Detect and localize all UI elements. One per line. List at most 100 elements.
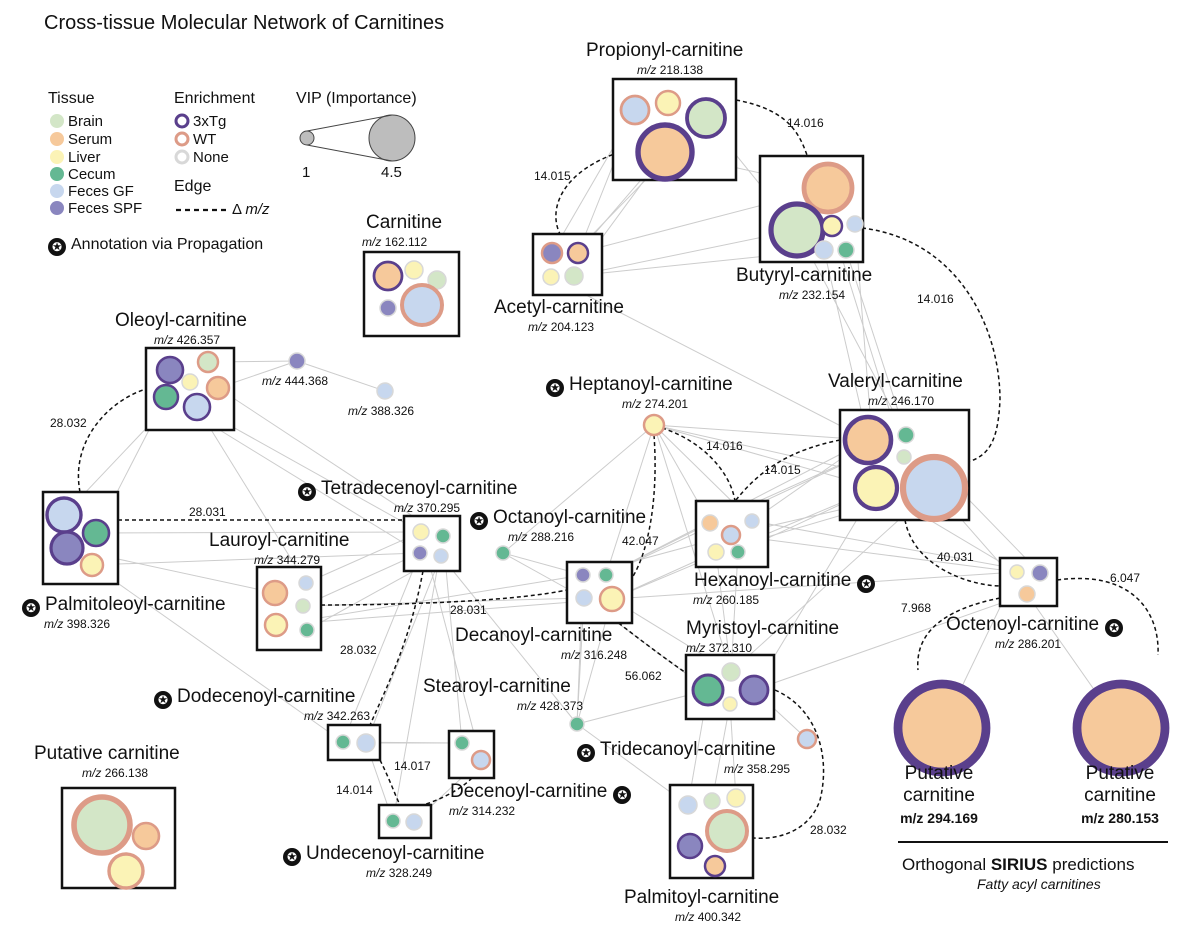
edge-line — [91, 564, 344, 743]
node-circle-my2 — [691, 673, 725, 707]
node-circle-pa1 — [45, 496, 83, 534]
edge-line — [653, 424, 869, 441]
mz-palmitoleoyl: m/z 398.326 — [44, 617, 111, 631]
node-circle-car4 — [379, 299, 397, 317]
label-putative280: Putative carnitine m/z 280.153 — [1081, 763, 1159, 826]
edge-line — [823, 249, 869, 441]
mz-decenoyl: m/z 314.232 — [449, 804, 516, 818]
legend-edge-title: Edge — [174, 178, 212, 195]
label-decanoyl: Decanoyl-carnitine — [455, 625, 613, 646]
mz-acetyl: m/z 204.123 — [528, 320, 595, 334]
label-butyryl: Butyryl-carnitine — [736, 265, 873, 286]
node-circle-va1 — [842, 414, 894, 466]
label-palmitoyl: Palmitoyl-carnitine — [624, 887, 780, 908]
node-circle-pt1 — [71, 794, 133, 856]
mz-myristoyl: m/z 372.310 — [686, 641, 753, 655]
mz-octenoyl: m/z 286.201 — [995, 637, 1062, 651]
label-valeryl: Valeryl-carnitine — [828, 371, 963, 392]
node-circle-pm3 — [726, 788, 746, 808]
mz-oleoyl: m/z 426.357 — [154, 333, 221, 347]
ring-icon — [174, 149, 190, 165]
sirius-caption: Orthogonal SIRIUS predictions — [902, 855, 1135, 874]
label-palmitoleoyl: ✪Palmitoleoyl-carnitine — [22, 594, 226, 617]
label-tridecanoyl: ✪Tridecanoyl-carnitine — [577, 739, 776, 762]
legend-tissue-fecesgf: Feces GF — [68, 183, 134, 200]
edge-label: 28.031 — [450, 603, 487, 617]
mz-444: m/z 444.368 — [262, 374, 329, 388]
node-circle-bu3 — [820, 214, 844, 238]
node-circle-hx4 — [707, 543, 725, 561]
legend-vip-min: 1 — [302, 164, 311, 181]
edge-line — [440, 555, 578, 725]
node-circle-ol4 — [205, 375, 231, 401]
mz-propionyl: m/z 218.138 — [637, 63, 704, 77]
node-circle-do1 — [335, 734, 351, 750]
label-propionyl: Propionyl-carnitine — [586, 40, 744, 61]
label-carnitine: Carnitine — [366, 212, 443, 233]
delta-mz-edge — [379, 759, 401, 806]
delta-mz-edge — [753, 689, 825, 839]
mz-tetradecenoyl: m/z 370.295 — [394, 501, 461, 515]
delta-mz-edge — [369, 570, 424, 726]
edge-line — [845, 249, 907, 436]
label-stearoyl: Stearoyl-carnitine — [423, 676, 571, 697]
edge-label: 28.031 — [189, 505, 226, 519]
node-circle-pm4 — [705, 809, 749, 853]
node-circle-car1 — [372, 260, 404, 292]
node-box — [402, 514, 462, 573]
star-icon: ✪ — [613, 786, 632, 804]
label-tetradecenoyl: ✪Tetradecenoyl-carnitine — [298, 478, 517, 501]
legend-graphics — [50, 113, 1168, 843]
star-icon: ✪ — [154, 691, 172, 709]
edge-label: 14.016 — [787, 116, 824, 130]
edge-label: 28.032 — [50, 416, 87, 430]
node-circle-hx2 — [720, 524, 742, 546]
mz-stearoyl: m/z 428.373 — [517, 699, 584, 713]
edge-line — [302, 552, 421, 607]
node-circle-big280 — [1072, 679, 1170, 777]
edge-label: 14.014 — [336, 783, 373, 797]
node-circle-bu1 — [801, 161, 855, 215]
node-circle-pm6 — [703, 854, 727, 878]
node-circle-de3 — [575, 589, 593, 607]
edge-line — [91, 552, 421, 566]
delta-mz-edge — [320, 589, 568, 606]
node-circle-pm1 — [678, 795, 698, 815]
node-circle-oc — [495, 545, 511, 561]
delta-mz-edge — [735, 439, 841, 501]
node-circle-te1 — [412, 523, 430, 541]
node-circle-la4 — [263, 612, 289, 638]
node-circle-bu6 — [837, 241, 855, 259]
mz-dodecenoyl: m/z 342.263 — [304, 709, 371, 723]
node-circle-prop1 — [619, 94, 651, 126]
edge-label: 14.016 — [917, 292, 954, 306]
delta-mz-edge — [735, 99, 809, 159]
legend-tissue-cecum: Cecum — [68, 166, 116, 183]
star-icon: ✪ — [577, 744, 595, 762]
node-circle-prop2 — [654, 89, 682, 117]
node-circle-te3 — [412, 545, 428, 561]
node-circle-un1 — [385, 813, 401, 829]
node-circle-u444 — [288, 352, 306, 370]
node-circle-pa3 — [49, 530, 85, 566]
edge-line — [365, 555, 442, 744]
edge-label: 42.047 — [622, 534, 659, 548]
delta-mz-edge — [555, 149, 627, 235]
edge-line — [751, 520, 1041, 574]
vip-small-circle — [299, 130, 315, 146]
legend-tissue-serum: Serum — [68, 131, 113, 148]
node-circle-ol3 — [181, 373, 199, 391]
edge-line — [392, 535, 444, 822]
label-heptanoyl: ✪Heptanoyl-carnitine — [546, 374, 733, 397]
legend-tissue-liver: Liver — [68, 149, 101, 166]
node-circle-prop4 — [635, 122, 695, 182]
circle-icon — [50, 150, 64, 164]
node-circle-dc2 — [470, 749, 492, 771]
node-circle-pa2 — [81, 518, 111, 548]
node-circle-bu5 — [814, 240, 834, 260]
label-octenoyl: Octenoyl-carnitine✪ — [946, 614, 1124, 637]
circle-icon — [50, 167, 64, 181]
node-circle-va2 — [897, 426, 915, 444]
legend-annotation: ✪Annotation via Propagation — [48, 236, 263, 256]
